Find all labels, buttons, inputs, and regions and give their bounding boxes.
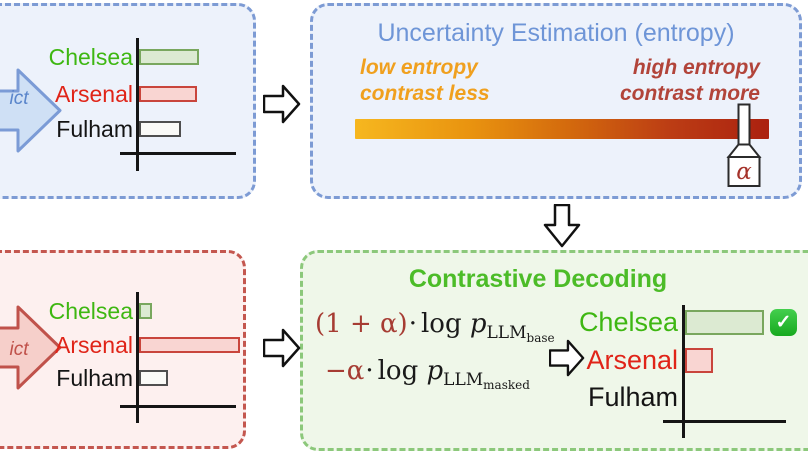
uncertainty-estimation-panel: Uncertainty Estimation (entropy) low ent… [310, 3, 802, 199]
formula-sub-llm: LLM [443, 370, 484, 390]
high-entropy-line1: high entropy [632, 56, 760, 79]
bar-row-chelsea: Chelsea [0, 298, 152, 324]
bar-row-arsenal: Arsenal [0, 332, 240, 358]
alpha-marker: α [726, 103, 762, 187]
low-entropy-note: low entropy contrast less [360, 55, 490, 107]
uncertainty-panel-title: Uncertainty Estimation (entropy) [377, 19, 735, 47]
flow-arrow-right-icon [263, 328, 301, 368]
team-label: Chelsea [48, 44, 133, 70]
chart-x-axis [663, 420, 786, 423]
decoding-output-chart: Chelsea ✓ Arsenal Fulham [303, 253, 808, 454]
bar-row-chelsea: Chelsea ✓ [483, 307, 797, 337]
formula-log: log [420, 309, 462, 339]
team-label: Arsenal [55, 332, 133, 358]
predict-arrow-icon [0, 68, 62, 153]
bar-row-arsenal: Arsenal [483, 345, 713, 375]
predict-arrow-label: ict [9, 339, 29, 360]
flow-arrow-right-icon [549, 339, 585, 377]
formula-line-1: (1 + α)·log pLLMbase [315, 301, 555, 348]
chelsea-bar [139, 49, 199, 65]
contrastive-decoding-panel: Contrastive Decoding (1 + α)·log pLLMbas… [300, 250, 808, 451]
arsenal-bar [139, 337, 240, 353]
fulham-bar [139, 370, 168, 386]
formula-log: log [377, 356, 419, 386]
formula-dot: · [408, 309, 417, 339]
formula-dot: · [365, 356, 374, 386]
arsenal-bar [685, 347, 713, 373]
formula-sub: LLMbase [486, 323, 555, 345]
chart-x-axis [120, 405, 236, 408]
formula-coefficient: (1 + α) [315, 309, 408, 339]
formula-subsub: masked [483, 378, 530, 392]
flow-arrow-down-icon [543, 204, 581, 248]
team-label: Chelsea [48, 298, 133, 324]
base-prediction-panel: ict Chelsea Arsenal Fulham [0, 3, 256, 199]
low-entropy-line1: low entropy [360, 56, 478, 79]
predict-arrow-label: ict [9, 88, 29, 109]
chart-y-axis [136, 292, 139, 423]
masked-prediction-panel: ict Chelsea Arsenal Fulham [0, 250, 246, 449]
chelsea-bar [685, 309, 764, 335]
bar-row-fulham: Fulham [0, 116, 181, 142]
bar-row-arsenal: Arsenal [0, 81, 197, 107]
bar-row-fulham: Fulham [483, 382, 678, 412]
team-label: Arsenal [586, 345, 678, 375]
team-label: Fulham [56, 116, 133, 142]
formula-line-2: −α·log pLLMmasked [325, 348, 555, 395]
bar-row-fulham: Fulham [0, 365, 168, 391]
predict-arrow-icon [0, 305, 62, 390]
formula-sub-llm: LLM [486, 323, 527, 343]
team-label: Chelsea [578, 307, 678, 337]
formula-p: p [426, 356, 444, 386]
team-label: Fulham [56, 365, 133, 391]
alpha-symbol: α [736, 159, 752, 185]
decoding-panel-title: Contrastive Decoding [408, 265, 668, 293]
chart-y-axis [136, 38, 139, 171]
flow-arrow-right-icon [263, 84, 301, 124]
team-label: Arsenal [55, 81, 133, 107]
fulham-bar [139, 121, 181, 137]
formula-subsub: base [526, 331, 555, 345]
chart-y-axis [682, 305, 685, 438]
formula-sub: LLMmasked [443, 370, 530, 392]
chart-x-axis [120, 152, 236, 155]
bar-row-chelsea: Chelsea [0, 44, 199, 70]
low-entropy-line2: contrast less [360, 82, 490, 105]
chelsea-bar [139, 303, 152, 319]
high-entropy-note: high entropy contrast more [620, 55, 760, 107]
high-entropy-line2: contrast more [619, 82, 760, 105]
team-label: Fulham [587, 382, 678, 412]
formula-coefficient: −α [325, 356, 365, 386]
formula-p: p [469, 309, 487, 339]
arsenal-bar [139, 86, 197, 102]
entropy-gradient-bar [355, 119, 769, 139]
checkmark-icon: ✓ [770, 308, 797, 336]
contrastive-decoding-formula: (1 + α)·log pLLMbase −α·log pLLMmasked [315, 301, 555, 395]
